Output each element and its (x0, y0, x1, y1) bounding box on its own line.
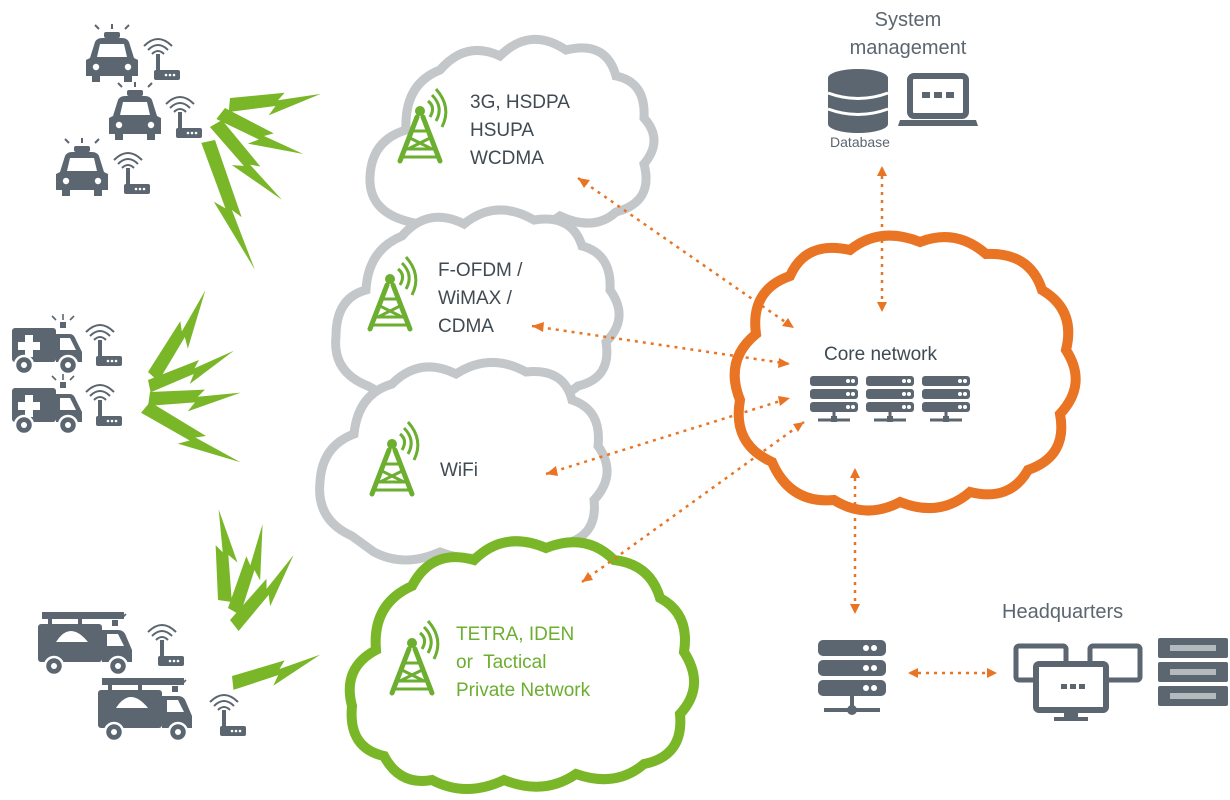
fire-truck-icon (36, 610, 134, 677)
server-rack-icon (808, 374, 972, 424)
cloud-label-cellular-2: HSUPA (470, 120, 534, 141)
cloud-label-tetra-3: Private Network (456, 680, 591, 701)
cloud-label-ofdm-2: WiMAX / (438, 288, 513, 309)
police-car-icon (108, 81, 162, 141)
cloud-label-tetra-2: or Tactical (456, 652, 546, 673)
cloud-label-ofdm-1: F-OFDM / (438, 260, 523, 281)
fire-truck-group (36, 610, 247, 743)
police-car-icon (85, 23, 139, 83)
headquarters-label: Headquarters (1002, 601, 1123, 623)
system-management-title-1: System (875, 9, 942, 31)
core-network-label: Core network (824, 344, 937, 365)
police-car-group (55, 23, 203, 197)
wifi-router-icon (147, 624, 185, 667)
wireless-links (139, 86, 323, 690)
cloud-core-network (729, 230, 1081, 516)
storage-icon (1158, 638, 1228, 706)
wifi-router-icon (113, 152, 151, 195)
cloud-label-wifi: WiFi (440, 460, 478, 481)
database-label: Database (830, 134, 890, 150)
ambulance-group (10, 312, 123, 436)
cloud-label-ofdm-3: CDMA (438, 316, 494, 337)
network-links (531, 168, 995, 675)
cloud-label-tetra-1: TETRA, IDEN (456, 624, 574, 645)
cloud-label-cellular-3: WCDMA (470, 148, 544, 169)
wifi-router-icon (85, 324, 123, 367)
wifi-router-icon (85, 384, 123, 427)
cloud-label-cellular-1: 3G, HSDPA (470, 92, 570, 113)
system-management-title-2: management (850, 37, 967, 59)
monitor-cluster-icon (1013, 643, 1143, 721)
database-icon (827, 69, 889, 133)
wifi-router-icon (165, 96, 203, 139)
cloud-tetra (344, 536, 700, 794)
fire-truck-icon (96, 676, 194, 743)
wifi-router-icon (143, 38, 181, 81)
police-car-icon (55, 137, 109, 197)
ambulance-icon (10, 312, 84, 376)
ambulance-icon (10, 372, 84, 436)
laptop-icon (898, 73, 978, 126)
wifi-router-icon (209, 694, 247, 737)
arrowheads (532, 166, 997, 678)
server-icon (818, 640, 886, 715)
